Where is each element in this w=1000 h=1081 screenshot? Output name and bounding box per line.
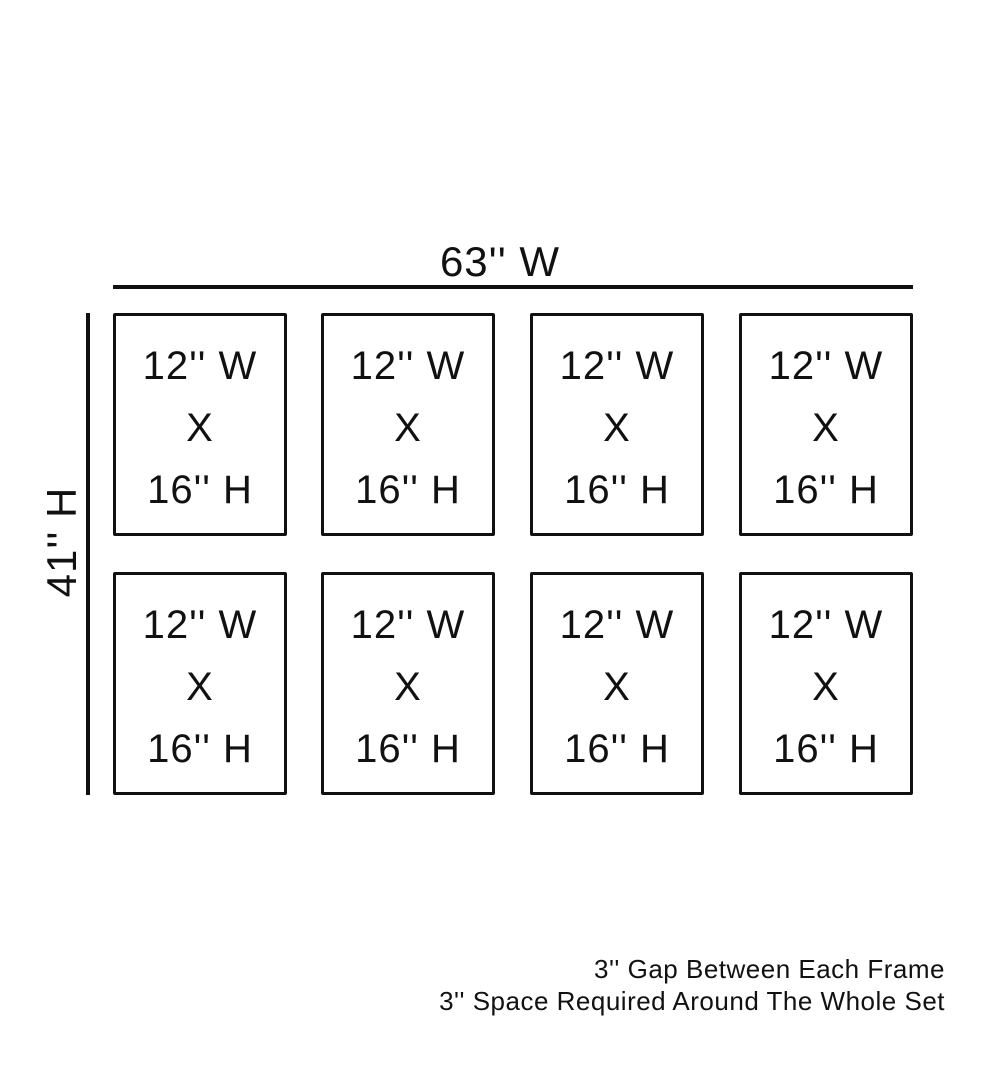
frame-width-label: 12'' W bbox=[559, 344, 675, 388]
gap-note: 3'' Gap Between Each Frame bbox=[594, 954, 945, 984]
frame-height-label: 16'' H bbox=[773, 468, 879, 512]
frame-height-label: 16'' H bbox=[564, 468, 670, 512]
frame-height-label: 16'' H bbox=[564, 727, 670, 771]
height-label: 41'' H bbox=[38, 486, 85, 598]
frame-times-label: X bbox=[186, 406, 214, 450]
height-dimension-line bbox=[86, 313, 90, 795]
frame-times-label: X bbox=[394, 665, 422, 709]
frame-height-label: 16'' H bbox=[355, 468, 461, 512]
frame-width-label: 12'' W bbox=[768, 344, 884, 388]
frame-times-label: X bbox=[603, 406, 631, 450]
frame-width-label: 12'' W bbox=[350, 344, 466, 388]
frame-height-label: 16'' H bbox=[147, 468, 253, 512]
frame-2: 12'' W X 16'' H bbox=[321, 313, 495, 536]
frame-width-label: 12'' W bbox=[142, 344, 258, 388]
frame-times-label: X bbox=[812, 665, 840, 709]
frame-5: 12'' W X 16'' H bbox=[113, 572, 287, 795]
frame-height-label: 16'' H bbox=[773, 727, 879, 771]
space-note: 3'' Space Required Around The Whole Set bbox=[439, 986, 945, 1016]
width-dimension-line bbox=[113, 285, 913, 289]
frame-1: 12'' W X 16'' H bbox=[113, 313, 287, 536]
width-label: 63'' W bbox=[439, 238, 561, 285]
frame-times-label: X bbox=[394, 406, 422, 450]
frame-height-label: 16'' H bbox=[147, 727, 253, 771]
frame-width-label: 12'' W bbox=[350, 603, 466, 647]
frame-4: 12'' W X 16'' H bbox=[739, 313, 913, 536]
frame-height-label: 16'' H bbox=[355, 727, 461, 771]
frame-times-label: X bbox=[603, 665, 631, 709]
frame-width-label: 12'' W bbox=[142, 603, 258, 647]
frame-8: 12'' W X 16'' H bbox=[739, 572, 913, 795]
frame-7: 12'' W X 16'' H bbox=[530, 572, 704, 795]
frame-width-label: 12'' W bbox=[768, 603, 884, 647]
frame-width-label: 12'' W bbox=[559, 603, 675, 647]
frame-times-label: X bbox=[812, 406, 840, 450]
frame-times-label: X bbox=[186, 665, 214, 709]
frame-3: 12'' W X 16'' H bbox=[530, 313, 704, 536]
frame-6: 12'' W X 16'' H bbox=[321, 572, 495, 795]
